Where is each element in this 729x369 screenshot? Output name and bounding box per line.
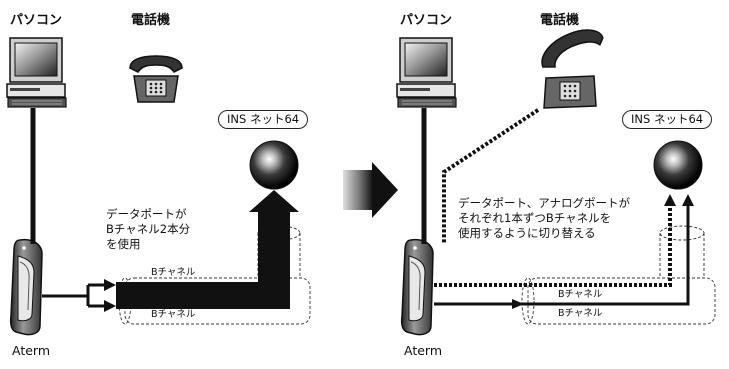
right-phone-label: 電話機 <box>540 13 580 28</box>
left-desk-phone-icon <box>129 55 183 103</box>
left-channel-bottom-label: Bチャネル <box>151 309 196 320</box>
right-ins-label: INS ネット64 <box>622 110 713 129</box>
left-channel-top-label: Bチャネル <box>151 267 196 278</box>
left-phone-label: 電話機 <box>131 13 171 28</box>
right-phone-off-hook-icon <box>541 29 604 109</box>
left-pc-label: パソコン <box>10 13 63 28</box>
left-ins-sphere-icon <box>249 140 299 190</box>
left-aterm-router-icon <box>9 238 43 336</box>
left-ins-label: INS ネット64 <box>218 110 309 129</box>
right-note: データポート、アナログポートが それぞれ1本ずつBチャネルを 使用するように切り… <box>458 196 630 241</box>
right-channel-top-label: Bチャネル <box>558 289 603 300</box>
left-note-line-1: データポートが <box>106 207 187 221</box>
right-note-line-2: それぞれ1本ずつBチャネルを <box>458 211 612 225</box>
right-channel-tube <box>521 225 716 325</box>
right-panel <box>396 29 716 336</box>
right-ins-sphere-icon <box>653 140 703 190</box>
left-note-line-3: を使用 <box>106 237 141 251</box>
left-router-label: Aterm <box>12 343 51 358</box>
right-pc-label: パソコン <box>400 13 453 28</box>
right-note-line-1: データポート、アナログポートが <box>458 196 631 210</box>
right-channel-bottom-label: Bチャネル <box>558 308 603 319</box>
right-aterm-router-icon <box>400 238 434 336</box>
right-router-label: Aterm <box>404 343 443 358</box>
left-note-line-2: Bチャネル2本分 <box>106 222 191 236</box>
left-note: データポートが Bチャネル2本分 を使用 <box>106 207 190 252</box>
left-panel <box>6 37 311 336</box>
left-pc-icon <box>6 37 67 108</box>
right-note-line-3: 使用するように切り替える <box>458 226 596 240</box>
right-pc-icon <box>396 37 457 108</box>
transition-arrow-icon <box>343 162 398 218</box>
